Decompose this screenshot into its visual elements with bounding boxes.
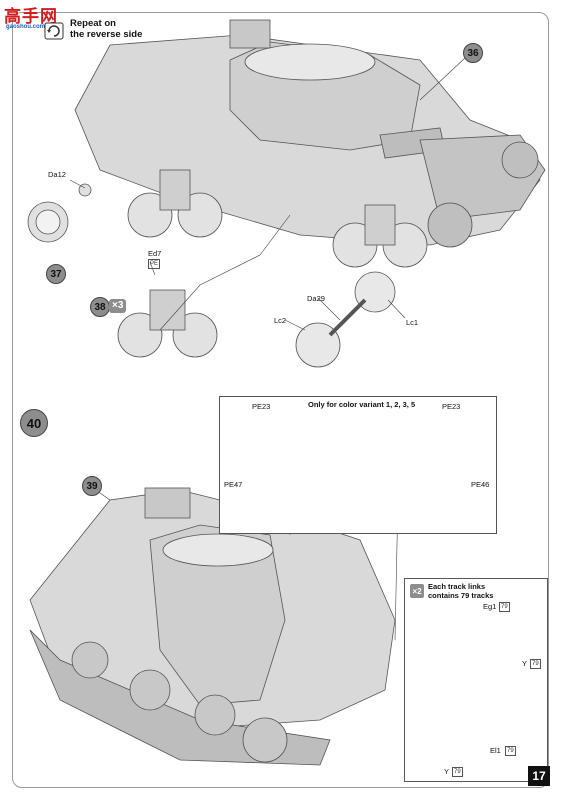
step-39-badge: 39 [82, 476, 102, 496]
site-watermark-logo: 高手网 gaoshou.com [2, 2, 72, 32]
watermark-url: gaoshou.com [6, 24, 46, 30]
color-variant-detail-box [219, 396, 497, 534]
step-37-number: 37 [50, 268, 62, 280]
repeat-note-line1: Repeat on [70, 18, 116, 29]
part-label-pe23-right: PE23 [442, 402, 461, 411]
step-40-number: 40 [26, 415, 42, 431]
repeat-reverse-icon [44, 22, 64, 40]
part-label-pe47: PE47 [224, 480, 243, 489]
track-note-line2: contains 79 tracks [428, 591, 494, 600]
track-note-line1: Each track links [428, 582, 486, 591]
page-number: 17 [528, 766, 550, 786]
repeat-note: Repeat on the reverse side [70, 18, 142, 40]
part-label-lc2: Lc2 [274, 316, 287, 325]
part-label-eg1: Eg1 [483, 602, 497, 611]
track-links-detail-box [404, 578, 548, 782]
step-38-badge: 38 [90, 297, 110, 317]
sprue-tag-eg1: 79 [499, 602, 510, 612]
part-label-da29: Da29 [307, 294, 325, 303]
page-frame [12, 12, 549, 788]
sprue-tag-ed7: PE [148, 259, 161, 269]
step-38-multiplier: ×3 [109, 299, 127, 313]
watermark-text: 高手网 [4, 7, 58, 27]
track-note: Each track links contains 79 tracks [428, 582, 543, 600]
sprue-tag-y-top: 79 [530, 659, 541, 669]
part-label-y-top: Y [522, 659, 528, 668]
part-label-el1: El1 [490, 746, 501, 755]
step-36-badge: 36 [463, 43, 483, 63]
step-39-number: 39 [86, 480, 98, 492]
sprue-tag-el1: 79 [505, 746, 516, 756]
part-label-pe46: PE46 [471, 480, 490, 489]
part-label-y-bottom: Y [444, 767, 450, 776]
part-label-lc1: Lc1 [406, 318, 419, 327]
repeat-note-line2: the reverse side [70, 29, 143, 40]
step-37-badge: 37 [46, 264, 66, 284]
track-multiplier-badge: ×2 [410, 584, 424, 598]
part-label-pe23-left: PE23 [252, 402, 271, 411]
step-40-badge: 40 [20, 409, 48, 437]
variant-box-title: Only for color variant 1, 2, 3, 5 [308, 400, 416, 409]
sprue-tag-y-bottom: 79 [452, 767, 463, 777]
part-label-da12: Da12 [48, 170, 66, 179]
step-36-number: 36 [467, 47, 479, 59]
part-label-ed7: Ed7 [148, 249, 162, 258]
step-38-number: 38 [94, 301, 106, 313]
